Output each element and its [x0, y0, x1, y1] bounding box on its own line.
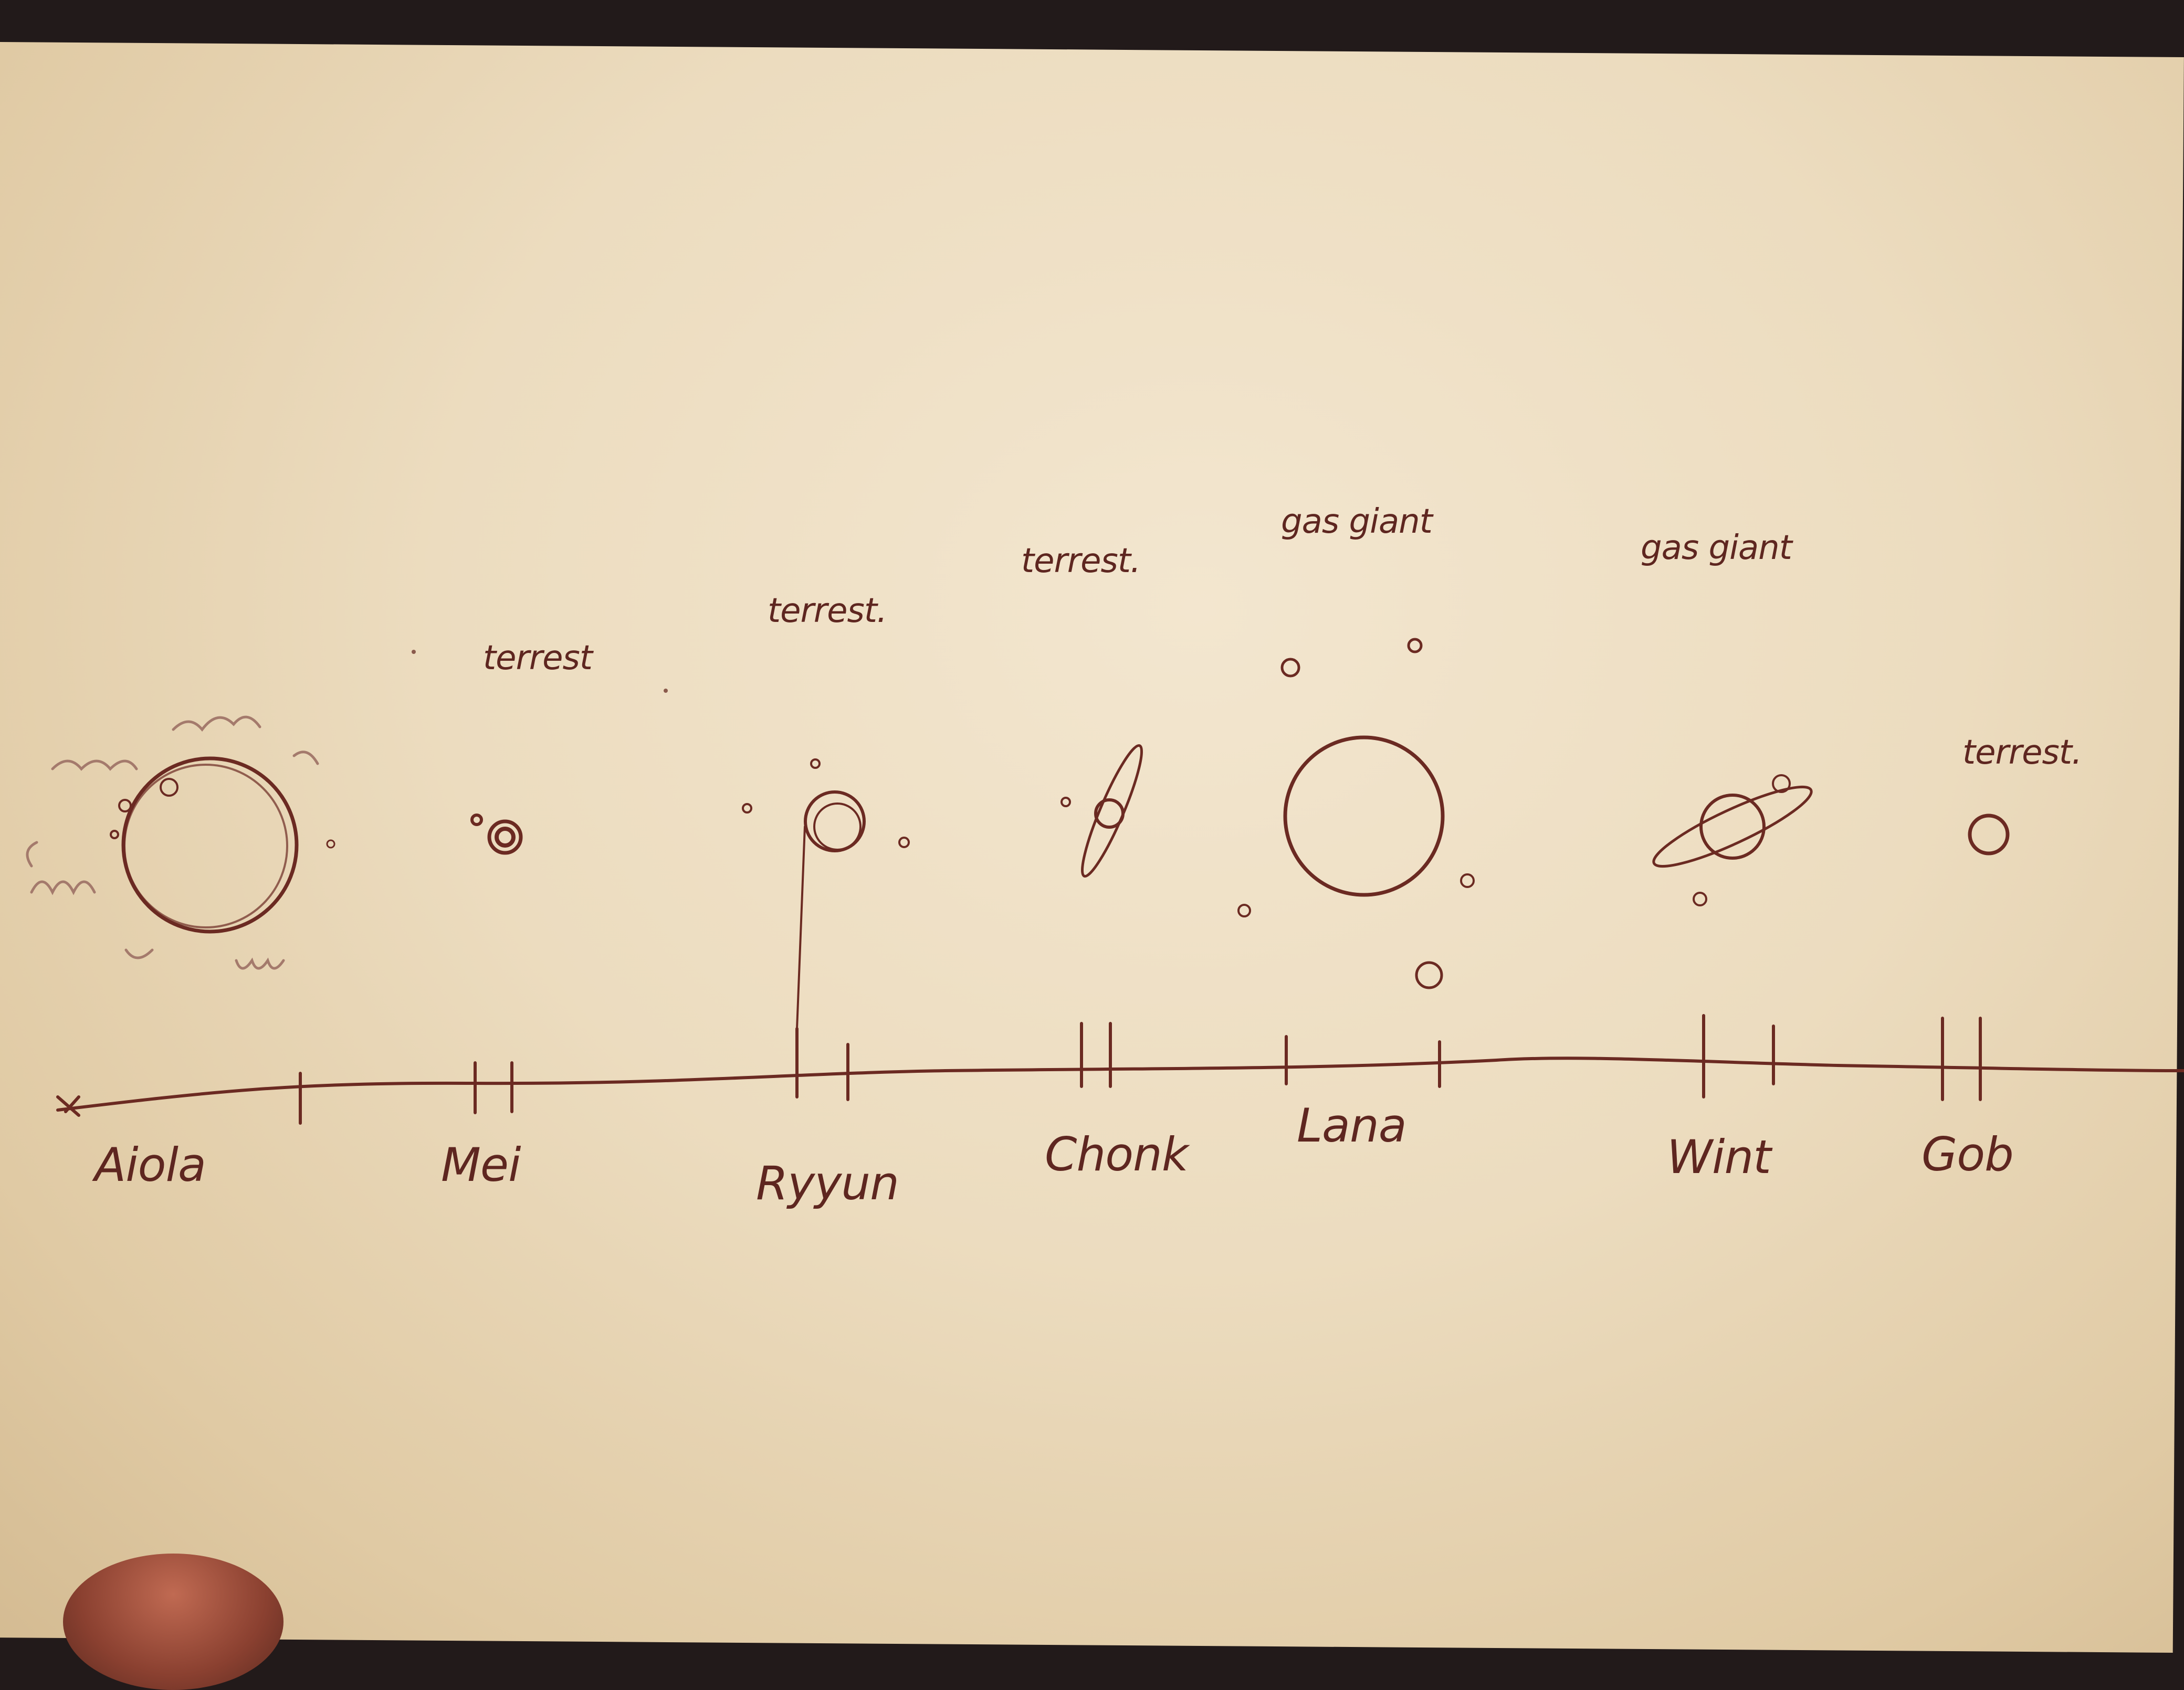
mei-planet [470, 814, 523, 855]
axis-start-cross [56, 1095, 80, 1117]
solar-system-sketch: Aiola Mei Ryyun Chonk Lana Wint Gob terr… [26, 502, 2184, 1210]
aiola-sun [26, 715, 335, 970]
orbit-axis-line [56, 1057, 2184, 1112]
label-mei: Mei [441, 1138, 521, 1192]
type-lana: gas giant [1281, 502, 1434, 541]
type-chonk: terrest. [1021, 542, 1140, 580]
label-wint: Wint [1667, 1130, 1773, 1184]
stray-dot [664, 689, 668, 693]
type-mei: terrest [483, 639, 594, 678]
orbit-ticks [299, 1014, 1982, 1125]
label-lana: Lana [1297, 1098, 1406, 1153]
chonk-planet [1060, 744, 1143, 878]
type-gob: terrest. [1962, 733, 2082, 772]
sun-flares [26, 715, 319, 970]
thumb-fingertip [63, 1554, 284, 1690]
label-aiola: Aiola [92, 1138, 206, 1192]
label-gob: Gob [1922, 1127, 2013, 1181]
label-chonk: Chonk [1045, 1127, 1190, 1181]
label-ryyun: Ryyun [756, 1156, 899, 1210]
type-ryyun: terrest. [768, 592, 887, 630]
ryyun-planet [742, 758, 910, 1030]
stray-dot [412, 650, 416, 654]
type-wint: gas giant [1641, 529, 1794, 567]
wint-planet [1652, 774, 1813, 906]
lana-planet [1237, 638, 1475, 989]
gob-planet [1968, 814, 2010, 855]
